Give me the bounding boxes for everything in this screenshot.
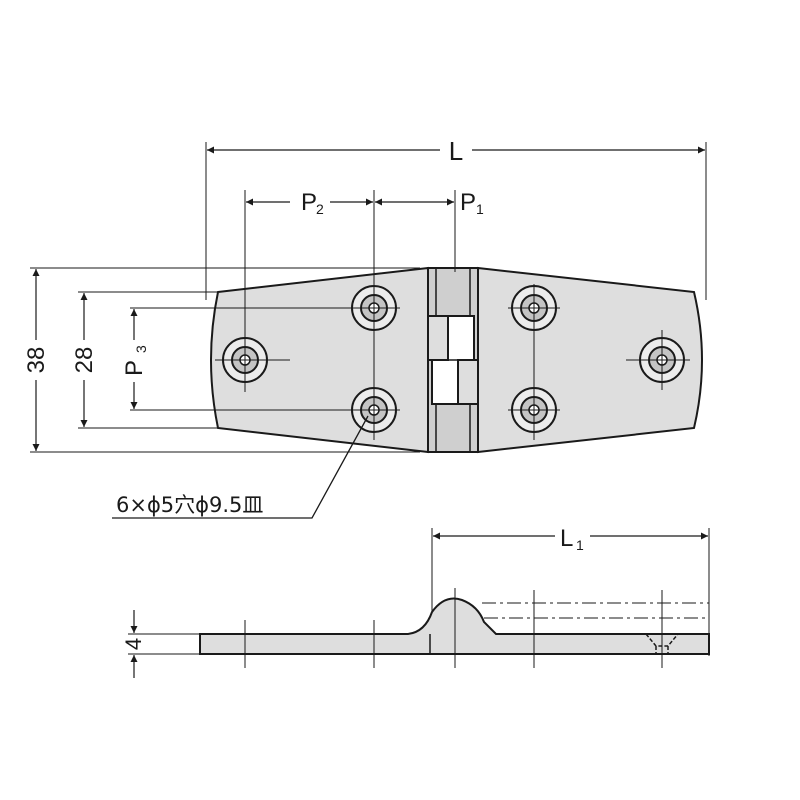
svg-text:P: P — [460, 189, 476, 216]
svg-text:P: P — [301, 189, 317, 216]
hole-note: 6×ϕ5穴ϕ9.5皿 — [116, 493, 263, 517]
hinge-top-view — [130, 190, 703, 454]
svg-text:3: 3 — [133, 345, 149, 353]
svg-text:1: 1 — [476, 201, 484, 217]
svg-text:1: 1 — [576, 537, 584, 553]
svg-text:P: P — [121, 360, 148, 376]
hole-center-lines — [130, 190, 690, 440]
dim-4-label: 4 — [121, 638, 146, 650]
svg-text:L: L — [560, 525, 573, 552]
phantom-line — [482, 602, 709, 619]
dim-28-label: 28 — [71, 347, 98, 374]
knuckle-tab-right — [457, 359, 479, 405]
hole-note-leader — [112, 415, 369, 519]
knuckle-tab-left — [427, 315, 449, 361]
dim-P2-label: P 2 — [301, 189, 324, 217]
dim-P3-label: P 3 — [121, 345, 149, 376]
svg-text:2: 2 — [316, 201, 324, 217]
dimension-lines — [30, 142, 707, 453]
side-center-lines — [244, 588, 663, 668]
dim-L1-label: L 1 — [560, 525, 584, 553]
hinge-side-view: L 1 4 — [121, 525, 710, 678]
knuckle-lines — [431, 268, 474, 452]
dim-P1-label: P 1 — [460, 189, 484, 217]
dim-38-label: 38 — [23, 347, 50, 374]
dim-L-label: L — [449, 136, 463, 166]
side-countersink — [645, 633, 679, 654]
